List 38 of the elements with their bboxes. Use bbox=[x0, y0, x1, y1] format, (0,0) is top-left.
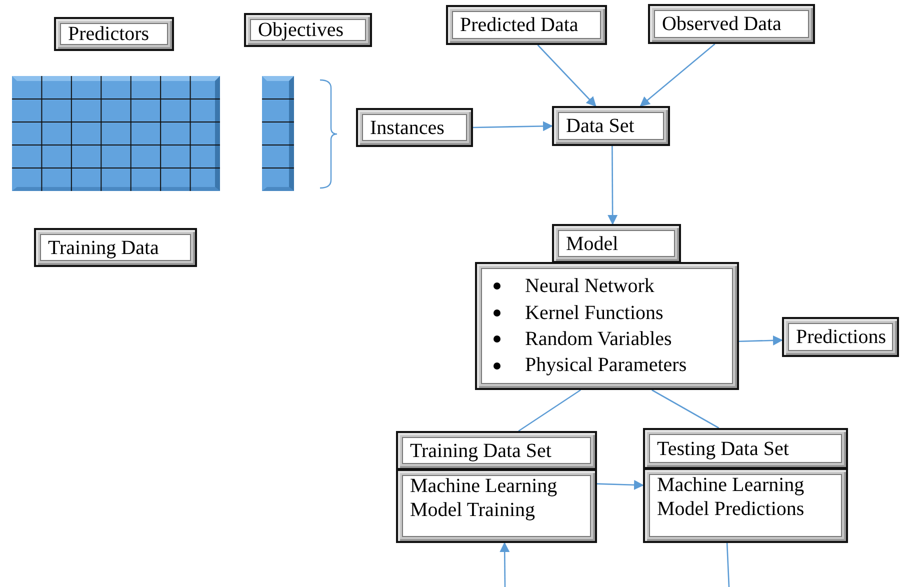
list-item: Kernel Functions bbox=[525, 300, 664, 326]
arrow bbox=[738, 335, 783, 346]
box-label: Objectives bbox=[258, 18, 345, 42]
arrow bbox=[500, 542, 510, 587]
box-label: Training Data bbox=[48, 236, 160, 260]
arrow bbox=[537, 44, 596, 107]
label-box bbox=[552, 224, 681, 263]
label-box bbox=[782, 317, 899, 357]
label-box bbox=[552, 106, 670, 146]
list-item: Neural Network bbox=[525, 274, 654, 300]
label-box bbox=[396, 469, 597, 543]
label-box bbox=[643, 428, 848, 469]
arrow bbox=[640, 44, 716, 107]
box-label: Testing Data Set bbox=[657, 436, 790, 460]
box-label: Observed Data bbox=[662, 12, 782, 36]
box-label: Training Data Set bbox=[410, 438, 552, 462]
box-label: Machine Learning Model Predictions bbox=[657, 473, 806, 521]
list-item: Physical Parameters bbox=[525, 353, 687, 378]
label-box bbox=[34, 228, 197, 267]
arrow bbox=[472, 121, 553, 132]
label-box bbox=[356, 108, 473, 147]
label-box bbox=[446, 5, 607, 45]
arrow bbox=[596, 480, 644, 490]
label-box bbox=[244, 13, 372, 47]
arrow bbox=[608, 146, 618, 225]
bullet-list-box bbox=[475, 262, 739, 390]
box-label: Model bbox=[566, 232, 620, 256]
list-item: Random Variables bbox=[525, 327, 672, 352]
label-box bbox=[643, 468, 848, 543]
box-label: Data Set bbox=[566, 114, 636, 138]
box-label: Instances bbox=[370, 116, 446, 140]
box-label: Predictions bbox=[796, 325, 887, 349]
label-box bbox=[396, 431, 597, 470]
box-label: Predicted Data bbox=[460, 13, 580, 37]
label-box bbox=[648, 4, 815, 44]
label-box bbox=[54, 17, 174, 51]
box-label: Predictors bbox=[68, 22, 150, 46]
box-label: Machine Learning Model Training bbox=[410, 474, 558, 522]
